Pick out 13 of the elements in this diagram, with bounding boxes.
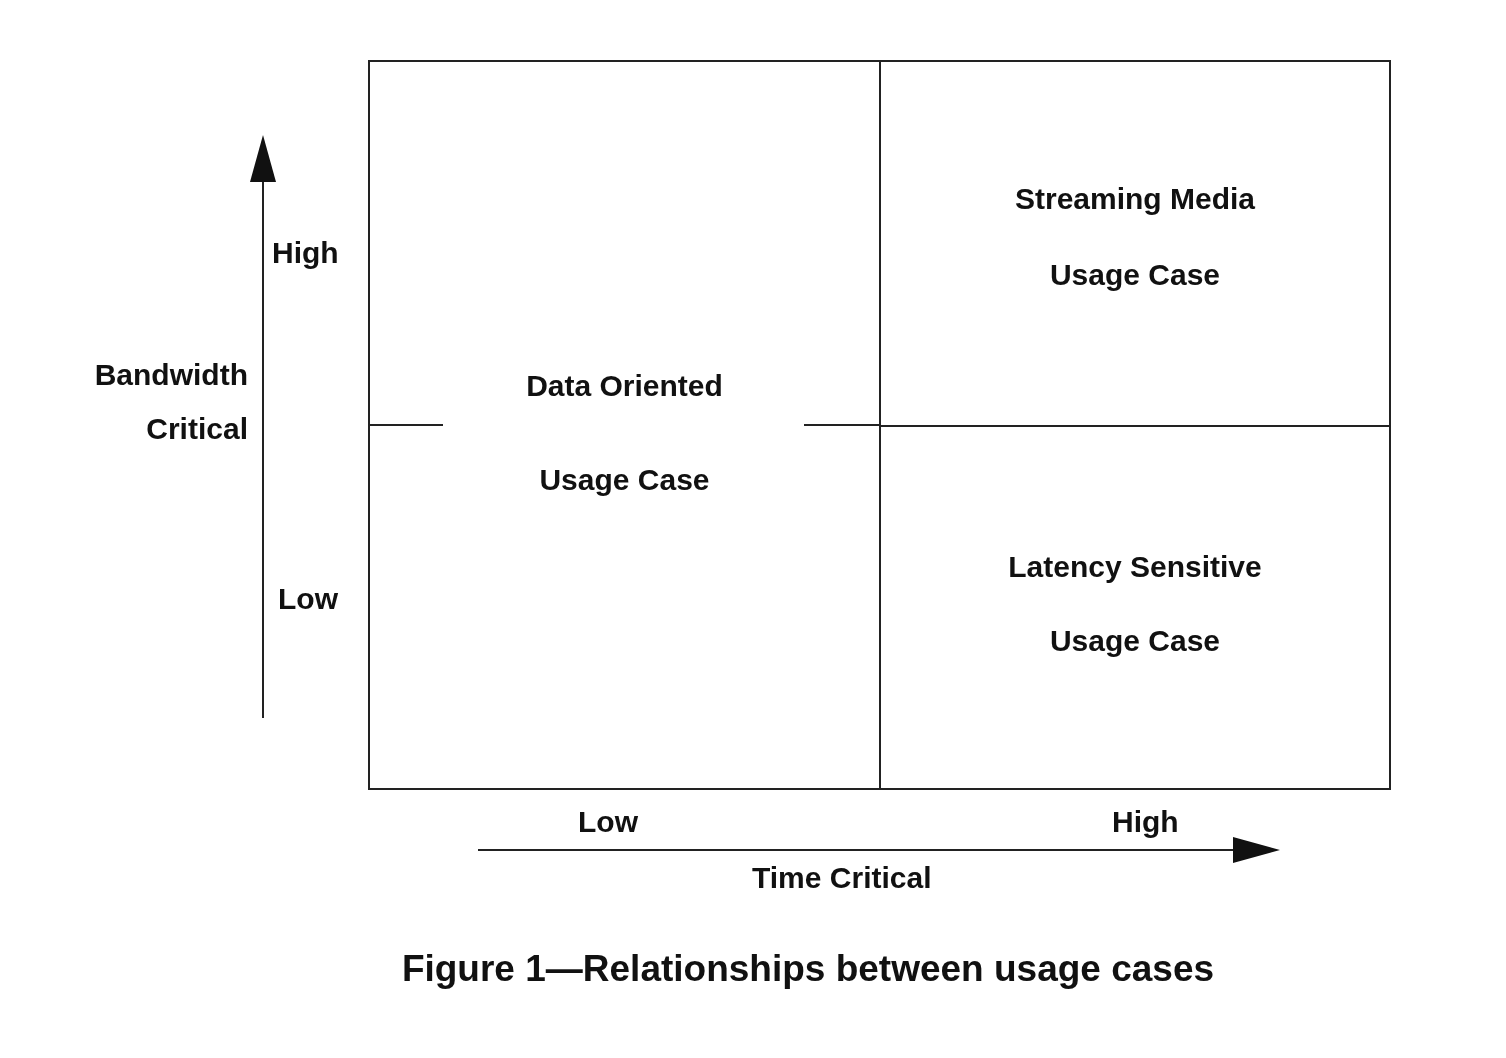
axis-tick-label: High xyxy=(1112,805,1179,839)
quadrant-box xyxy=(368,60,881,790)
quadrant-box xyxy=(879,425,1391,790)
axis-tick-label: Low xyxy=(278,582,338,616)
quadrant-label: Latency Sensitive Usage Case xyxy=(1007,549,1263,659)
axis-tick-label: Low xyxy=(578,805,638,839)
quadrant-box xyxy=(879,60,1391,427)
quadrant-label: Streaming Media Usage Case xyxy=(1013,181,1257,293)
axis-title: Time Critical xyxy=(752,861,932,895)
axis-tick-label: High xyxy=(272,236,339,270)
axis-title: Bandwidth Critical xyxy=(93,357,248,447)
quadrant-label: Data Oriented Usage Case xyxy=(525,368,724,498)
figure-caption: Figure 1—Relationships between usage cases xyxy=(400,948,1216,990)
